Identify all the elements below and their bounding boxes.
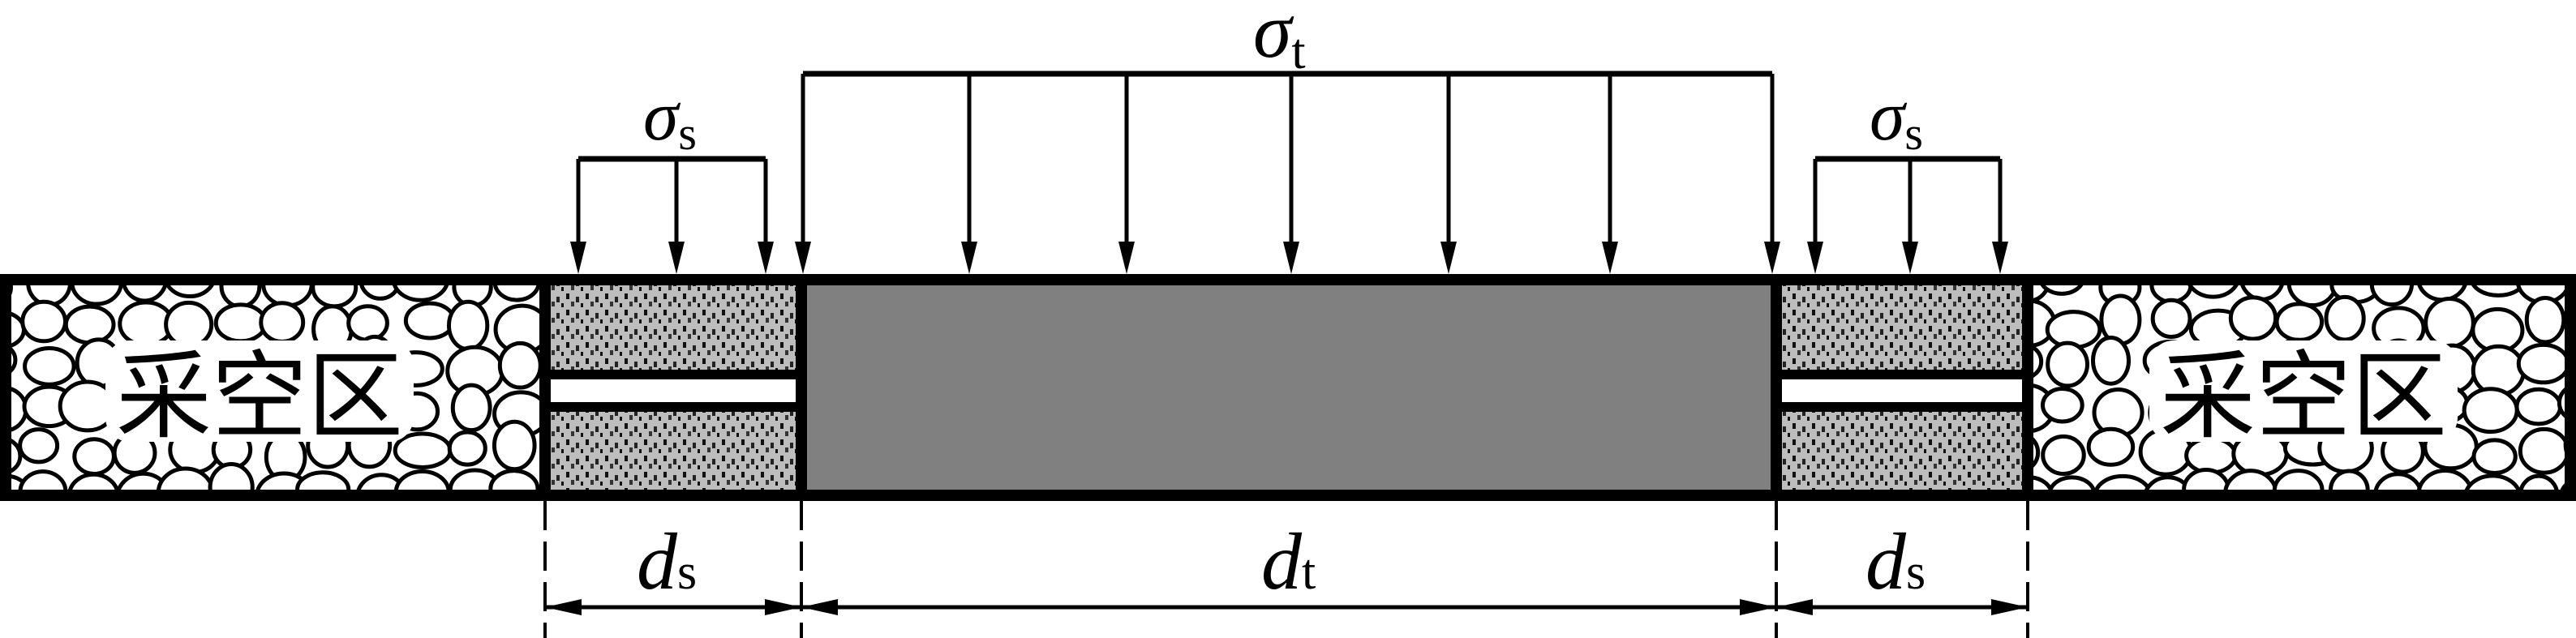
rock <box>2041 434 2086 476</box>
d-s-left-label: ds <box>637 516 697 606</box>
rock <box>488 469 540 495</box>
arrow-head-icon <box>570 242 586 274</box>
arrow-head-icon <box>1602 242 1618 274</box>
rock <box>391 280 450 302</box>
rock <box>2462 387 2519 435</box>
strata-outline <box>0 274 2576 501</box>
dimension-lines <box>543 501 2029 638</box>
rock <box>67 472 120 495</box>
rock <box>2182 468 2230 495</box>
rock <box>403 301 457 340</box>
main-pillar <box>801 274 1776 501</box>
rock <box>2090 335 2132 386</box>
arrow-left-icon <box>801 599 838 615</box>
arrow-right-icon <box>765 599 801 615</box>
arrow-head-icon <box>1992 242 2008 274</box>
rock <box>72 437 116 476</box>
goaf-left-label: 采空区 <box>116 340 403 452</box>
sigma-s-right-label: σs <box>1870 77 1923 160</box>
arrow-head-icon <box>795 242 811 274</box>
arrow-left-icon <box>1776 599 1813 615</box>
rock <box>355 473 408 495</box>
arrow-head-icon <box>758 242 774 274</box>
d-s-right-label: ds <box>1865 516 1926 606</box>
rock <box>2046 340 2089 388</box>
arrow-head-icon <box>1283 242 1299 274</box>
goaf-left: 采空区 <box>0 274 545 501</box>
rock <box>2274 302 2325 342</box>
arrow-head-icon <box>1118 242 1135 274</box>
rock <box>446 299 490 352</box>
rock <box>2373 472 2424 495</box>
arrow-head-icon <box>1902 242 1918 274</box>
rock <box>2031 344 2044 379</box>
rock <box>2324 294 2366 342</box>
rock <box>2518 426 2570 475</box>
arrow-head-icon <box>668 242 685 274</box>
arrow-left-icon <box>545 599 582 615</box>
rock <box>492 419 537 472</box>
rock <box>213 302 268 344</box>
rock <box>259 301 306 345</box>
goaf-right: 采空区 <box>2028 274 2576 501</box>
rock <box>2424 297 2475 349</box>
rock <box>2471 344 2527 397</box>
rock <box>2524 295 2566 345</box>
rock <box>497 340 542 390</box>
rock <box>346 304 389 342</box>
rock <box>2228 295 2278 341</box>
rock <box>295 470 351 495</box>
rock <box>63 304 116 345</box>
arrow-right-icon <box>1740 599 1776 615</box>
goaf-right-label: 采空区 <box>2160 340 2447 452</box>
rock <box>450 383 492 433</box>
rock <box>2150 298 2192 340</box>
rock <box>18 427 60 465</box>
rock <box>2041 386 2084 424</box>
rock <box>447 430 487 467</box>
arrow-head-icon <box>1440 242 1457 274</box>
rock <box>2471 438 2518 476</box>
rock <box>2514 387 2563 426</box>
rock <box>2516 342 2570 385</box>
rock <box>219 280 262 309</box>
rock <box>20 299 67 344</box>
arrow-right-icon <box>1991 599 2028 615</box>
rock <box>115 471 171 495</box>
side-pillar-right <box>1771 274 2033 501</box>
arrow-head-icon <box>1764 242 1780 274</box>
arrow-head-icon <box>961 242 977 274</box>
rock <box>23 345 76 387</box>
arrow-head-icon <box>1807 242 1823 274</box>
sigma-t-label: σt <box>1253 0 1306 79</box>
load-arrows <box>570 71 2008 274</box>
rock <box>2086 426 2136 467</box>
side-pillar-left <box>540 274 806 501</box>
d-t-label: dt <box>1261 516 1316 606</box>
rock <box>208 461 255 495</box>
rock <box>393 431 453 469</box>
sigma-s-left-label: σs <box>643 77 697 160</box>
